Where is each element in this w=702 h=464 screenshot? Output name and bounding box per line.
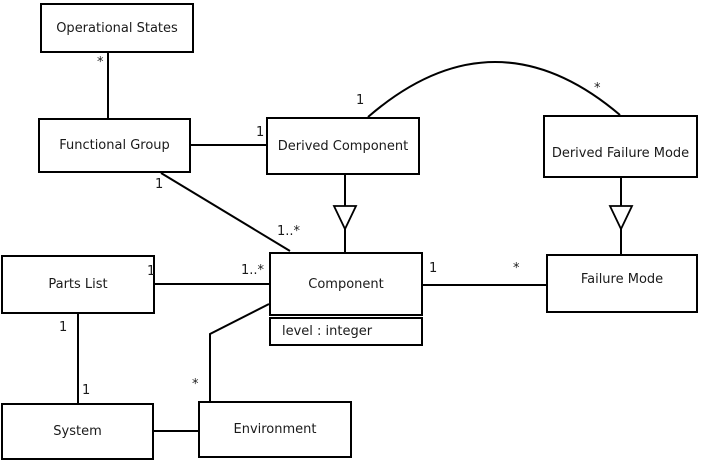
class-derived-failure-mode: Derived Failure Mode [543, 115, 698, 178]
class-name-label: Failure Mode [580, 271, 664, 287]
class-name-label: Functional Group [59, 138, 170, 153]
class-component: Component [269, 252, 423, 316]
class-component-attributes: level : integer [269, 317, 423, 346]
multiplicity-parts-list-system-top: 1 [59, 320, 68, 335]
class-name-label: Derived Component [277, 138, 409, 154]
multiplicity-derived-component-end: 1 [256, 125, 265, 140]
class-operational-states: Operational States [40, 3, 194, 53]
multiplicity-arc-derived-failure-mode-end: * [594, 81, 601, 96]
class-derived-component: Derived Component [266, 117, 420, 175]
multiplicity-functional-group-end: 1 [155, 177, 164, 192]
class-parts-list: Parts List [1, 255, 155, 314]
class-name-label: Component [308, 276, 384, 292]
multiplicity-parts-list-end: 1 [147, 264, 156, 279]
attribute-label: level : integer [282, 324, 373, 339]
hollow-triangle-arrowhead [608, 205, 634, 232]
class-name-label: System [53, 424, 102, 439]
edge-environment-component [209, 303, 270, 401]
edge-functional-group-component [160, 172, 291, 252]
multiplicity-operational-states-end: * [97, 55, 104, 70]
edge-derived-component-derived-failure-mode-arc [367, 61, 621, 118]
multiplicity-environment-end: * [192, 377, 199, 392]
generalization-derived-component-component [332, 175, 358, 252]
class-name-label: Environment [233, 422, 317, 437]
class-functional-group: Functional Group [38, 118, 191, 173]
class-name-label: Derived Failure Mode [551, 145, 690, 161]
class-name-label: Parts List [48, 277, 108, 292]
multiplicity-parts-list-system-bottom: 1 [82, 383, 91, 398]
hollow-triangle-arrowhead [332, 205, 358, 232]
class-failure-mode: Failure Mode [546, 254, 698, 313]
class-name-label: Operational States [56, 20, 178, 36]
multiplicity-component-end-to-failure-mode: 1 [429, 261, 438, 276]
multiplicity-failure-mode-end: * [513, 261, 520, 276]
multiplicity-component-end-from-parts-list: 1..* [241, 263, 265, 278]
generalization-derived-failure-mode-failure-mode [608, 178, 634, 254]
multiplicity-component-end-from-functional-group: 1..* [277, 224, 301, 239]
class-system: System [1, 403, 154, 460]
multiplicity-arc-derived-component-end: 1 [356, 93, 365, 108]
class-environment: Environment [198, 401, 352, 458]
